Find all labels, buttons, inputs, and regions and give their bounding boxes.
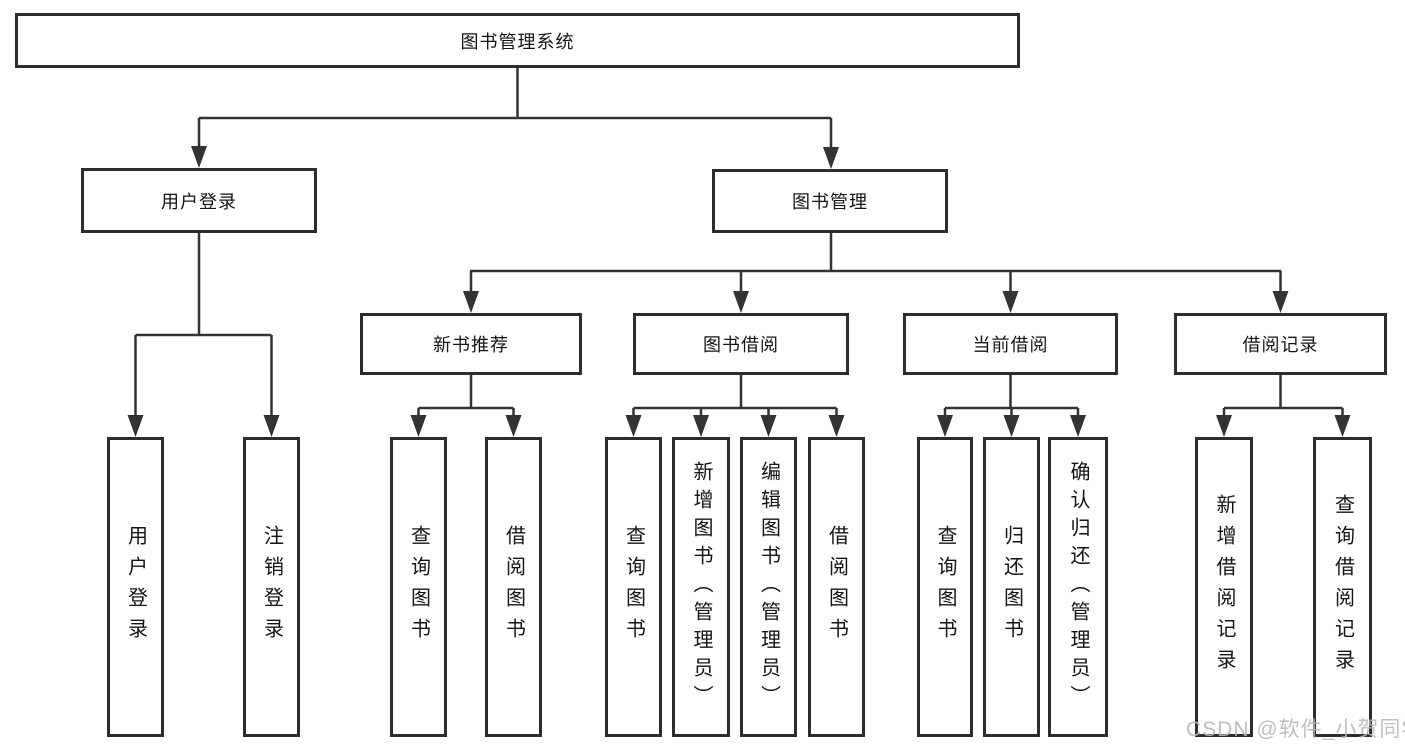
node-leaf-edit-books-admin: 编辑图书（管理员）: [740, 437, 797, 737]
connector-book-management-children: [469, 233, 1282, 298]
node-leaf-query-books-current: 查询图书: [917, 437, 973, 737]
node-leaf-edit-books-admin-label: 编辑图书（管理员）: [757, 461, 780, 713]
arrowheads: [127, 146, 1351, 437]
connector-borrowing-records-children: [1222, 375, 1344, 422]
node-leaf-confirm-return-admin-label: 确认归还（管理员）: [1067, 461, 1089, 713]
node-leaf-borrow-books-borrowing: 借阅图书: [808, 437, 865, 737]
node-leaf-confirm-return-admin: 确认归还（管理员）: [1048, 437, 1108, 737]
node-leaf-query-books-recommend-label: 查询图书: [407, 525, 430, 649]
node-current-borrowing: 当前借阅: [903, 313, 1118, 375]
node-book-borrowing: 图书借阅: [633, 313, 849, 375]
connector-current-borrowing-children: [943, 375, 1080, 422]
node-book-management-label: 图书管理: [792, 192, 868, 212]
node-leaf-add-books-admin-label: 新增图书（管理员）: [690, 461, 712, 713]
node-leaf-add-borrow-record-label: 新增借阅记录: [1213, 494, 1235, 680]
node-leaf-add-books-admin: 新增图书（管理员）: [672, 437, 730, 737]
node-book-management: 图书管理: [712, 169, 948, 233]
node-borrowing-records-label: 借阅记录: [1242, 335, 1319, 355]
node-user-login-label: 用户登录: [161, 191, 237, 212]
node-leaf-query-borrow-record: 查询借阅记录: [1313, 437, 1372, 737]
connector-root-to-level2: [197, 68, 833, 153]
node-leaf-user-login: 用户登录: [107, 437, 164, 737]
node-user-login: 用户登录: [81, 168, 317, 233]
node-leaf-borrow-books-borrowing-label: 借阅图书: [825, 525, 848, 649]
node-borrowing-records: 借阅记录: [1174, 313, 1387, 375]
node-leaf-add-borrow-record: 新增借阅记录: [1195, 437, 1253, 737]
node-leaf-borrow-books-recommend-label: 借阅图书: [502, 525, 525, 649]
node-leaf-borrow-books-recommend: 借阅图书: [485, 437, 542, 737]
node-new-book-recommend-label: 新书推荐: [433, 335, 509, 355]
connector-new-book-children: [417, 375, 515, 422]
node-book-borrowing-label: 图书借阅: [703, 335, 779, 355]
watermark: CSDN @软件_小贺同学: [1186, 718, 1405, 741]
node-leaf-logout-label: 注销登录: [260, 525, 283, 649]
node-leaf-return-books: 归还图书: [983, 437, 1040, 737]
node-root: 图书管理系统: [15, 13, 1020, 68]
connector-user-login-children: [134, 233, 273, 422]
connector-book-borrowing-children: [632, 375, 838, 422]
node-leaf-logout: 注销登录: [243, 437, 300, 737]
node-leaf-return-books-label: 归还图书: [1000, 525, 1023, 649]
node-new-book-recommend: 新书推荐: [360, 313, 582, 375]
node-root-label: 图书管理系统: [460, 31, 575, 52]
node-leaf-user-login-label: 用户登录: [124, 525, 147, 649]
node-current-borrowing-label: 当前借阅: [972, 335, 1049, 355]
node-leaf-query-books-borrowing: 查询图书: [605, 437, 662, 737]
node-leaf-query-books-borrowing-label: 查询图书: [622, 525, 645, 649]
node-leaf-query-books-current-label: 查询图书: [934, 525, 956, 649]
node-leaf-query-books-recommend: 查询图书: [390, 437, 447, 737]
node-leaf-query-borrow-record-label: 查询借阅记录: [1331, 494, 1354, 680]
